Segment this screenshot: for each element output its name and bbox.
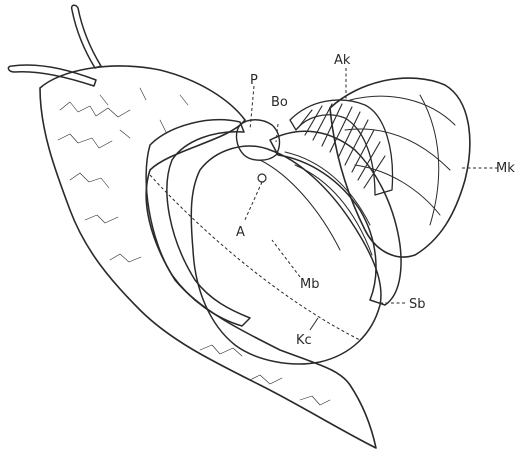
label-Mk: Mk bbox=[496, 161, 515, 176]
label-Kc: Kc bbox=[296, 333, 312, 348]
label-Mb: Mb bbox=[300, 277, 319, 292]
anus-pore bbox=[258, 174, 266, 182]
body-mass bbox=[191, 146, 381, 364]
snail-foot bbox=[40, 66, 376, 448]
label-Ak: Ak bbox=[334, 53, 351, 68]
shell bbox=[330, 78, 470, 257]
label-A: A bbox=[236, 225, 245, 240]
shell-spiral bbox=[270, 131, 401, 305]
labels: P Bo Ak Mk A Mb Sb Kc bbox=[236, 53, 515, 348]
label-Bo: Bo bbox=[271, 95, 288, 110]
label-P: P bbox=[250, 73, 258, 88]
gill-lamellae bbox=[290, 100, 393, 195]
label-Sb: Sb bbox=[409, 297, 426, 312]
tentacles bbox=[8, 5, 101, 86]
